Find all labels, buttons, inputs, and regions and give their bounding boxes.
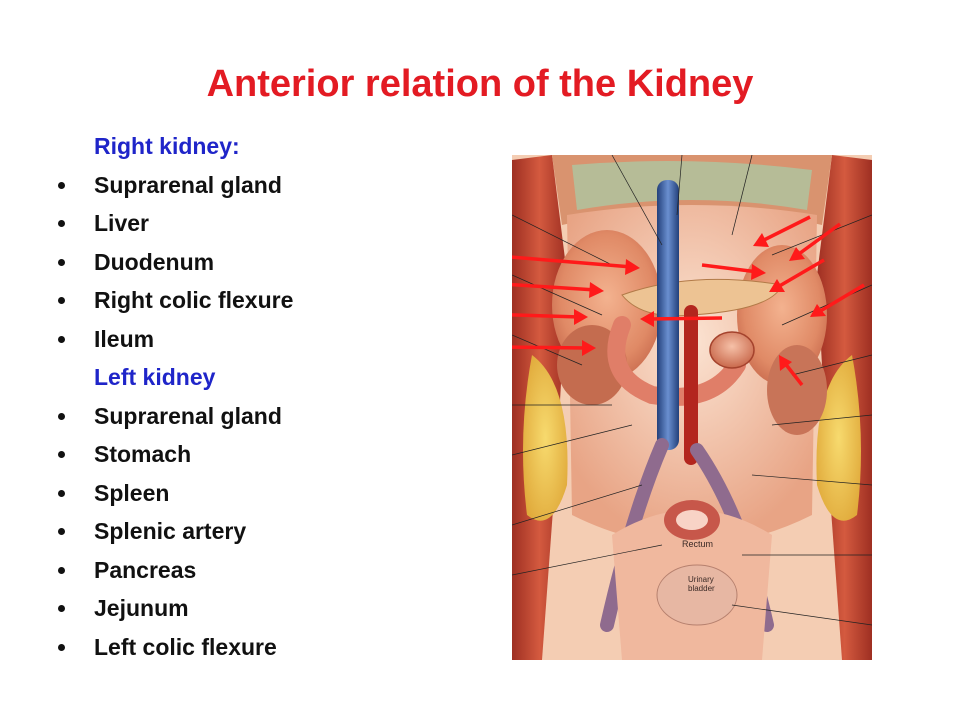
list-item: Right colic flexure — [58, 281, 458, 320]
slide-title: Anterior relation of the Kidney — [206, 63, 754, 105]
bullet-icon — [58, 412, 65, 420]
arrow-head — [625, 259, 640, 275]
bullet-icon — [58, 489, 65, 497]
right-fat-pad — [523, 355, 568, 521]
arrow-spleen — [794, 222, 842, 258]
bullet-icon — [58, 220, 65, 227]
arrow-pancreas — [647, 316, 723, 321]
abdomen-figure-svg: Rectum Urinary bladder — [512, 155, 872, 660]
bullet-icon — [58, 181, 65, 189]
left-colic-flexure — [767, 345, 827, 435]
bullet-icon — [58, 566, 65, 574]
anatomy-illustration: Rectum Urinary bladder — [512, 155, 872, 660]
bladder-label-line2: bladder — [688, 584, 715, 593]
list-item: Suprarenal gland — [58, 166, 458, 205]
bullet-icon — [58, 528, 65, 535]
arrow-head — [769, 279, 785, 292]
arrow-suprarenal-left — [759, 215, 811, 244]
left-fat-pad — [816, 355, 861, 521]
list-item: Jejunum — [58, 589, 458, 628]
list-item: Ileum — [58, 320, 458, 359]
duodenum — [607, 316, 746, 406]
bladder-label-line1: Urinary — [688, 575, 714, 584]
rectum-label: Rectum — [682, 539, 713, 549]
urinary-bladder — [656, 564, 738, 626]
bullet-icon — [58, 335, 65, 343]
arrow-liver — [512, 282, 597, 292]
arrow-head — [753, 233, 769, 247]
inferior-vena-cava — [657, 180, 679, 450]
indicator-arrows — [512, 215, 865, 387]
arrow-right-colic-flexure — [512, 345, 589, 350]
jejunum — [709, 331, 755, 369]
arrow-head — [779, 355, 792, 371]
list-item: Suprarenal gland — [58, 397, 458, 436]
bullet-icon — [58, 605, 65, 612]
arrow-duodenum — [512, 313, 581, 319]
arrow-head — [582, 340, 596, 356]
leader-lines — [512, 155, 872, 626]
right-kidney-heading: Right kidney: — [94, 133, 240, 159]
arrow-stomach — [701, 263, 759, 274]
list-item: Stomach — [58, 435, 458, 474]
relations-list: Right kidney: Suprarenal gland Liver Duo… — [58, 127, 458, 666]
bullet-icon — [58, 451, 65, 458]
arrow-head — [751, 264, 766, 280]
esophageal-region — [572, 161, 812, 210]
list-item: Splenic artery — [58, 512, 458, 551]
list-item: Liver — [58, 204, 458, 243]
arrow-head — [574, 309, 588, 325]
arrow-suprarenal-right — [512, 255, 633, 269]
arrow-left-colic-flexure — [816, 283, 865, 315]
list-item: Duodenum — [58, 243, 458, 282]
list-item: Spleen — [58, 474, 458, 513]
abdominal-aorta — [684, 305, 698, 465]
bullet-icon — [58, 297, 65, 304]
list-item: Left colic flexure — [58, 628, 458, 667]
rectum-lumen — [676, 510, 708, 530]
arrow-head — [810, 304, 826, 317]
bullet-icon — [58, 643, 65, 651]
bullet-icon — [58, 258, 65, 266]
arrow-splenic-artery — [775, 258, 825, 290]
arrow-head — [789, 247, 805, 261]
left-kidney-heading: Left kidney — [94, 364, 216, 390]
arrow-jejunum — [782, 360, 804, 387]
arrow-head — [589, 282, 604, 298]
arrow-head — [640, 311, 654, 327]
list-item: Pancreas — [58, 551, 458, 590]
